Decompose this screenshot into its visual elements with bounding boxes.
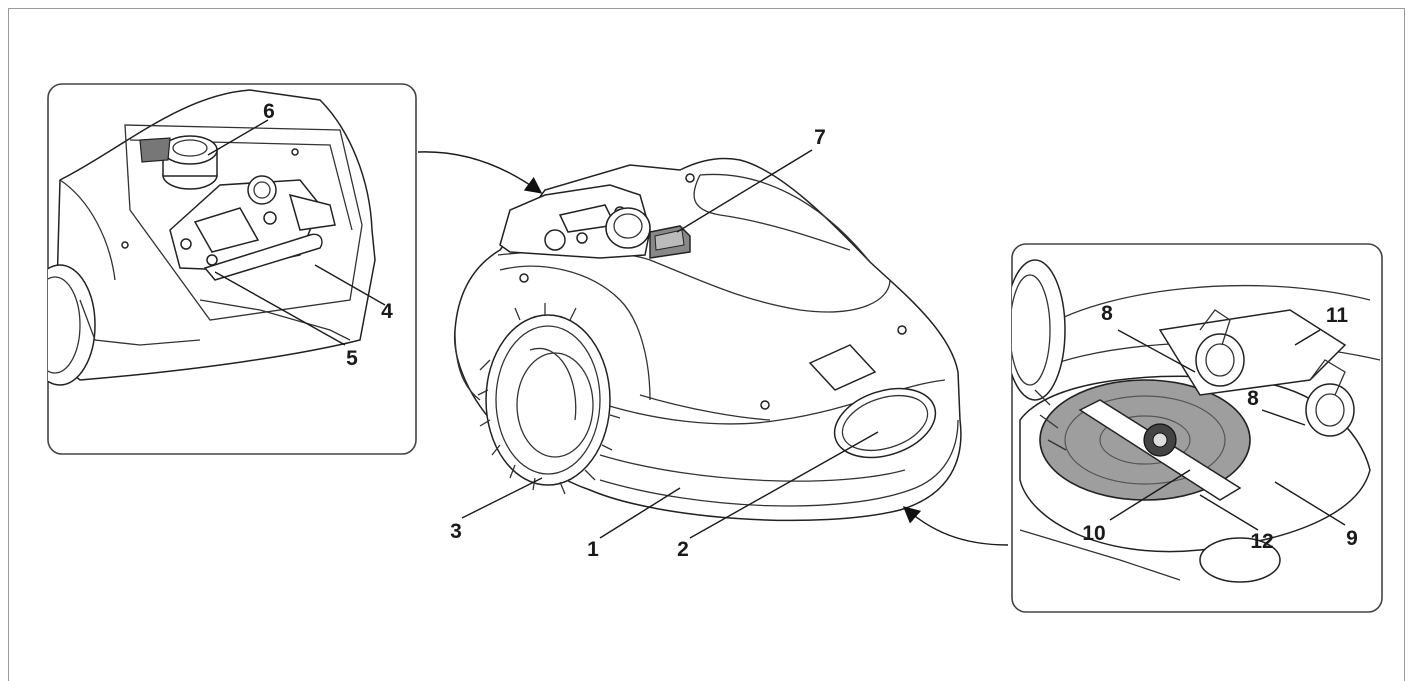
rear-wheel	[477, 303, 621, 495]
callout-1: 1	[587, 538, 599, 561]
arrow-inset-right	[902, 506, 1009, 546]
figure-frame	[8, 8, 1405, 681]
arrow-inset-left	[417, 151, 543, 194]
callout-7: 7	[814, 126, 826, 149]
callout-8a: 8	[1101, 302, 1113, 325]
callout-5: 5	[346, 347, 358, 370]
callout-6: 6	[263, 100, 275, 123]
callout-12: 12	[1250, 530, 1273, 553]
callout-3: 3	[450, 520, 462, 543]
callout-2: 2	[677, 538, 689, 561]
callout-8b: 8	[1247, 387, 1259, 410]
carry-handle	[203, 233, 323, 281]
callout-4: 4	[381, 300, 393, 323]
front-sensor-oval	[833, 387, 937, 459]
front-wheel-2	[1305, 359, 1355, 437]
front-wheel-1	[1195, 309, 1245, 387]
robotic-mower-main-view	[453, 157, 962, 522]
callout-11: 11	[1326, 304, 1349, 327]
inset-control-panel	[47, 83, 417, 455]
callout-9: 9	[1346, 527, 1358, 550]
callout-10: 10	[1082, 522, 1105, 545]
inset-underside	[1011, 243, 1383, 613]
